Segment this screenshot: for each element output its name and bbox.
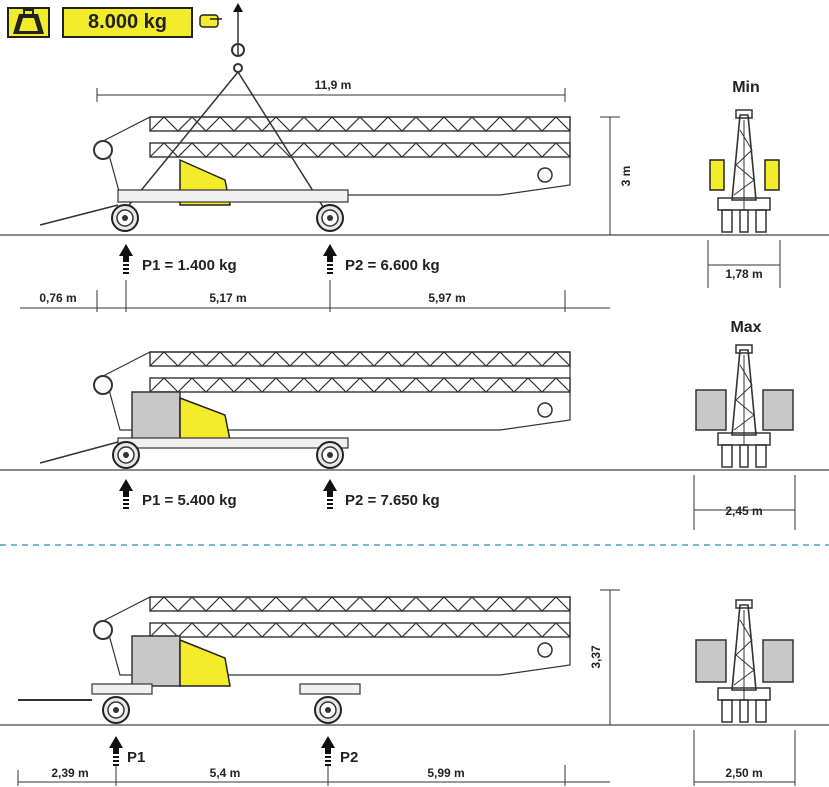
dim-front-transport: 2,39 m <box>51 766 88 780</box>
weight-icon <box>7 7 50 38</box>
dim-front-min: 0,76 m <box>39 291 76 305</box>
config-label-max: Max <box>730 319 761 336</box>
track-width-transport: 2,50 m <box>693 730 796 786</box>
track-width-label-transport: 2,50 m <box>725 766 762 780</box>
p2-label-transport: P2 <box>340 749 358 766</box>
p1-arrow <box>109 736 123 766</box>
lifting-hook <box>124 3 326 211</box>
track-width-label-min: 1,78 m <box>725 267 762 281</box>
track-width-min: 1,78 m <box>707 240 781 288</box>
config-label-min: Min <box>732 79 760 96</box>
p2-label-min: P2 = 6.600 kg <box>345 257 440 274</box>
max-load-badge: 8.000 kg <box>62 7 193 38</box>
p2-label-max: P2 = 7.650 kg <box>345 492 440 509</box>
total-length-dimension: 11,9 m <box>96 78 566 102</box>
crane-transport-side <box>18 596 571 724</box>
height-dimension-transport: 3,37 <box>589 589 620 725</box>
track-width-label-max: 2,45 m <box>725 504 762 518</box>
front-view-max <box>695 344 794 468</box>
p2-arrow <box>323 479 337 509</box>
height-label-transport: 3,37 <box>589 645 603 669</box>
p1-label-min: P1 = 1.400 kg <box>142 257 237 274</box>
crane-min-side <box>39 116 571 232</box>
dim-rear-transport: 5,99 m <box>427 766 464 780</box>
front-view-transport <box>695 599 794 723</box>
wheelbase-dimensions-transport: 2,39 m 5,4 m 5,99 m <box>17 765 610 786</box>
p2-arrow <box>323 244 337 274</box>
p1-label-max: P1 = 5.400 kg <box>142 492 237 509</box>
track-width-max: 2,45 m <box>693 475 796 530</box>
height-label-min: 3 m <box>619 166 633 187</box>
height-dimension-min: 3 m <box>600 116 633 235</box>
dim-middle-transport: 5,4 m <box>210 766 241 780</box>
p2-arrow <box>321 736 335 766</box>
crane-max-side <box>39 351 571 469</box>
dim-rear-min: 5,97 m <box>428 291 465 305</box>
p1-arrow <box>119 244 133 274</box>
p1-arrow <box>119 479 133 509</box>
p1-label-transport: P1 <box>127 749 145 766</box>
pointing-hand-icon <box>199 14 222 28</box>
front-view-min <box>709 109 780 233</box>
wheelbase-dimensions-min: 0,76 m 5,17 m 5,97 m <box>20 280 610 312</box>
dim-middle-min: 5,17 m <box>209 291 246 305</box>
total-length-label: 11,9 m <box>315 78 352 92</box>
max-load-value: 8.000 kg <box>88 11 167 33</box>
